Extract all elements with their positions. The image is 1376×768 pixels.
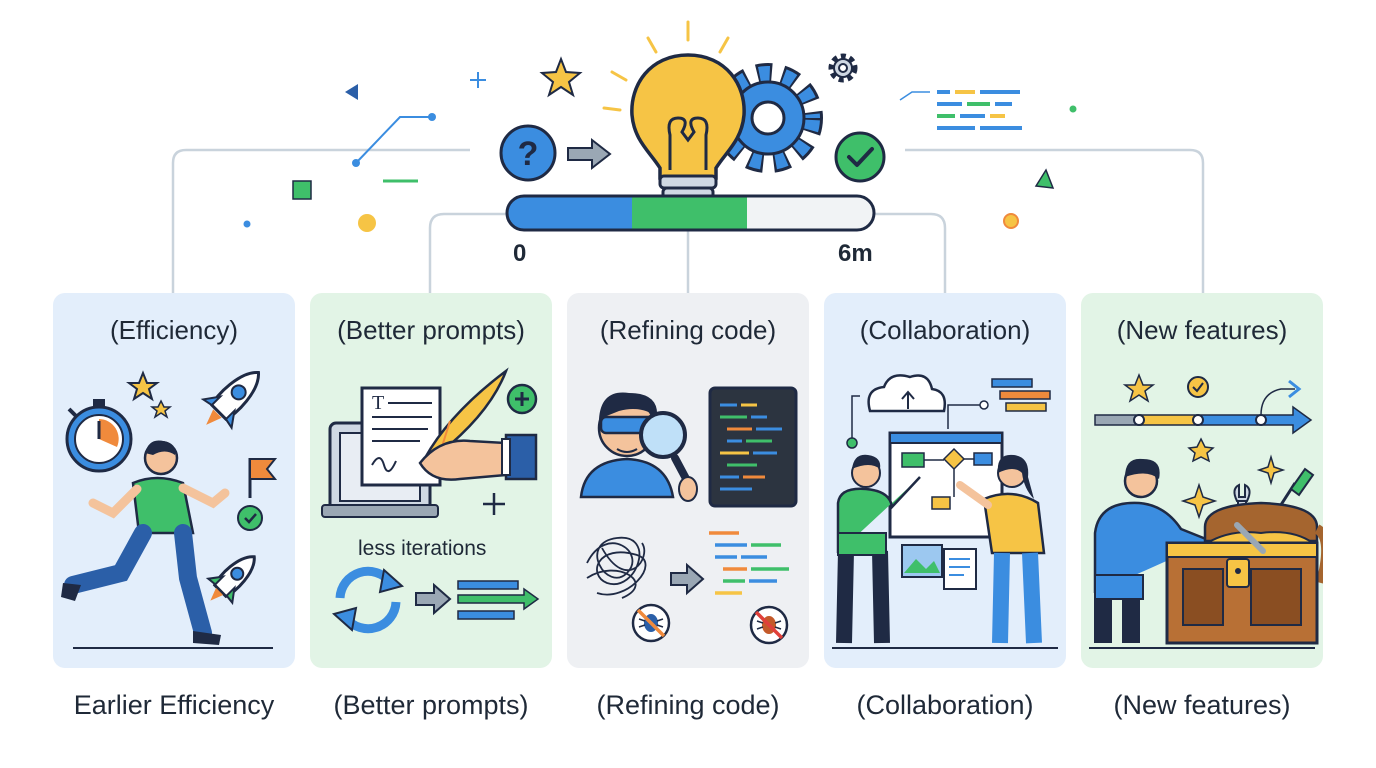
triangle-shape-green: [1034, 168, 1055, 189]
star-icon: [1187, 437, 1215, 463]
progress-lines: [457, 580, 540, 620]
card-refining-code: (Refining code): [567, 293, 809, 668]
new-features-illustration: [1089, 372, 1323, 649]
arrow-icon: [415, 582, 452, 616]
star-icon: [149, 399, 173, 419]
collaboration-illustration: [832, 374, 1058, 649]
roadmap-bars: [991, 378, 1051, 412]
flag-icon: [248, 458, 278, 498]
gear-icon: [713, 63, 823, 173]
svg-text:T: T: [372, 392, 384, 414]
rocket-icon: [200, 371, 260, 431]
card-better-prompts: (Better prompts) T: [310, 293, 552, 668]
tangle-icon: [586, 537, 647, 599]
header-illustration: ?: [171, 20, 1205, 293]
sparkle-plus: [470, 72, 486, 88]
connector-lines: [171, 148, 1205, 293]
caption-refining-code: (Refining code): [596, 690, 780, 720]
plus-icon: [506, 383, 538, 415]
better-prompts-illustration: T: [321, 367, 540, 634]
check-icon: [834, 131, 886, 183]
card-title: (Better prompts): [337, 315, 525, 345]
refining-code-illustration: [579, 386, 798, 645]
card-title: (Collaboration): [859, 315, 1031, 345]
magnifier-icon: [639, 411, 698, 502]
arrow-icon: [670, 562, 705, 596]
progress-bar: [505, 194, 876, 232]
line-chart-shape: [355, 116, 432, 164]
caption-efficiency: Earlier Efficiency: [73, 690, 275, 720]
connector-card-5: [905, 148, 1205, 293]
plus-icon: [483, 493, 505, 515]
clean-code-lines: [709, 531, 789, 595]
code-window-icon: [708, 386, 798, 508]
sparkle-icon: [1256, 454, 1286, 486]
caption-better-prompts: (Better prompts): [333, 690, 529, 720]
connector-card-4: [875, 212, 947, 293]
code-lines-shape: [937, 90, 1022, 130]
card-title: (New features): [1116, 315, 1288, 345]
card-title: (Refining code): [599, 315, 777, 345]
star-icon: [1122, 372, 1156, 403]
star-icon: [126, 370, 160, 402]
hand-icon: [418, 433, 538, 481]
lightbulb-icon: [602, 20, 746, 214]
caption-new-features: (New features): [1113, 690, 1291, 720]
rocket-icon: [205, 555, 256, 606]
timeline-start-label: 0: [513, 240, 527, 267]
refresh-icon: [331, 566, 405, 634]
arrow-icon: [567, 137, 612, 171]
card-collaboration: (Collaboration): [824, 293, 1066, 668]
star-icon: [539, 56, 583, 98]
bug-icon: [749, 605, 789, 645]
caption-collaboration: (Collaboration): [856, 690, 1034, 720]
stopwatch-icon: [65, 399, 133, 473]
timeline-end-label: 6m: [838, 240, 873, 267]
svg-text:?: ?: [518, 135, 539, 173]
sparkle-icon: [1180, 482, 1218, 520]
small-gear-icon: [828, 53, 858, 83]
efficiency-illustration: [61, 370, 278, 649]
connector-card-1: [171, 148, 470, 293]
triangle-shape: [345, 84, 358, 100]
card-title: (Efficiency): [109, 315, 239, 345]
treasure-chest-icon: [1165, 501, 1323, 645]
whiteboard-icon: [888, 431, 1004, 539]
check-icon: [237, 505, 263, 531]
question-icon: ?: [499, 124, 557, 182]
document-icon: [901, 544, 977, 590]
card-new-features: (New features): [1081, 293, 1323, 668]
less-iterations-label: less iterations: [358, 537, 487, 560]
check-icon: [1187, 376, 1209, 398]
decorations: [243, 53, 1077, 232]
square-shape: [292, 180, 312, 200]
bug-icon: [631, 603, 671, 643]
runner-icon: [61, 440, 230, 645]
person-icon: [836, 454, 921, 644]
person-icon: [956, 454, 1046, 644]
connector-card-2: [428, 212, 510, 293]
roadmap-icon: [1094, 372, 1313, 435]
card-efficiency: (Efficiency): [53, 293, 295, 668]
